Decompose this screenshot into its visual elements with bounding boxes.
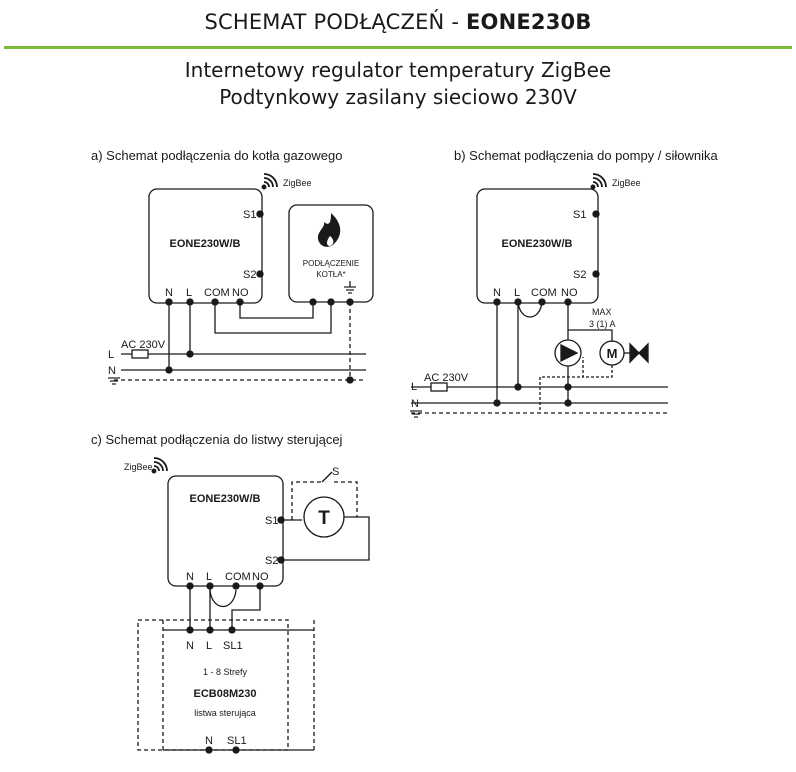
fuse-icon [131, 349, 149, 359]
terminal-no-label: NO [232, 287, 249, 299]
title-prefix: SCHEMAT PODŁĄCZEŃ - [204, 10, 466, 34]
section-a-caption: a) Schemat podłączenia do kotła gazowego [91, 148, 343, 163]
terminal-n-label: N [493, 287, 501, 299]
section-b-labels: ZigBee EONE230W/B S1 S2 N L COM NO MAX 3… [411, 178, 641, 410]
terminal-s1-label: S1 [265, 515, 278, 527]
title-divider [4, 46, 792, 49]
title-model: EONE230B [465, 10, 592, 34]
terminal-s1-label: S1 [243, 209, 256, 221]
max-label: MAX [592, 307, 612, 317]
ac-label: AC 230V [121, 339, 166, 351]
section-a-labels: ZigBee EONE230W/B S1 S2 N L COM NO PODŁĄ… [108, 178, 359, 377]
boiler-label-2: KOTŁA* [316, 270, 345, 279]
device-label: EONE230W/B [190, 493, 261, 505]
terminal-s2-label: S2 [243, 269, 256, 281]
zones-label: 1 - 8 Strefy [203, 667, 248, 677]
section-c [137, 457, 370, 754]
strip-sl1-label: SL1 [223, 640, 243, 652]
ground-icon [107, 377, 121, 385]
switch-label: S [332, 466, 339, 478]
fuse-icon [430, 382, 448, 392]
terminal-s2-label: S2 [573, 269, 586, 281]
line-l-label: L [411, 381, 417, 393]
ac-label: AC 230V [424, 372, 469, 384]
controller-box-c [167, 475, 284, 587]
terminal-no-label: NO [252, 571, 269, 583]
strip-l-label: L [206, 640, 212, 652]
line-l-label: L [108, 349, 114, 361]
subtitle-line-1: Internetowy regulator temperatury ZigBee [184, 58, 612, 82]
line-n-label: N [108, 365, 116, 377]
terminal-n-label: N [186, 571, 194, 583]
terminal-no-label: NO [561, 287, 578, 299]
strip-model-label: ECB08M230 [194, 688, 257, 700]
zigbee-label: ZigBee [124, 462, 153, 472]
terminal-l-label: L [186, 287, 192, 299]
controller-box-a [148, 188, 263, 304]
controller-box-b [476, 188, 599, 304]
strip-sl1-2-label: SL1 [227, 735, 247, 747]
terminal-n-label: N [165, 287, 173, 299]
strip-desc-label: listwa sterująca [194, 708, 256, 718]
terminal-s2-label: S2 [265, 555, 278, 567]
section-a [107, 173, 374, 385]
section-b-caption: b) Schemat podłączenia do pompy / siłown… [454, 148, 718, 163]
device-label: EONE230W/B [502, 238, 573, 250]
wifi-icon [261, 173, 278, 190]
terminal-l-label: L [206, 571, 212, 583]
flame-icon [317, 213, 341, 247]
valve-icon [629, 342, 649, 364]
max-current-label: 3 (1) A [589, 319, 616, 329]
section-c-caption: c) Schemat podłączenia do listwy sterują… [91, 432, 343, 447]
terminal-com-label: COM [204, 287, 230, 299]
terminal-l-label: L [514, 287, 520, 299]
strip-n2-label: N [205, 735, 213, 747]
ground-icon [343, 286, 357, 294]
section-c-labels: ZigBee EONE230W/B S1 S2 N L COM NO S T N… [124, 462, 339, 747]
subtitle-line-2: Podtynkowy zasilany sieciowo 230V [219, 85, 577, 109]
strip-n-label: N [186, 640, 194, 652]
terminal-com-label: COM [531, 287, 557, 299]
zigbee-label: ZigBee [283, 178, 312, 188]
zigbee-label: ZigBee [612, 178, 641, 188]
ground-icon [409, 410, 423, 418]
device-label: EONE230W/B [170, 238, 241, 250]
wifi-icon [590, 173, 607, 190]
terminal-com-label: COM [225, 571, 251, 583]
control-strip-box [137, 619, 289, 751]
page-title: SCHEMAT PODŁĄCZEŃ - EONE230B [0, 10, 796, 34]
sensor-label: T [318, 508, 330, 529]
terminal-s1-label: S1 [573, 209, 586, 221]
wifi-icon [151, 457, 168, 474]
motor-label: M [607, 346, 618, 361]
boiler-label-1: PODŁĄCZENIE [303, 259, 359, 268]
section-b [409, 173, 668, 418]
line-n-label: N [411, 398, 419, 410]
